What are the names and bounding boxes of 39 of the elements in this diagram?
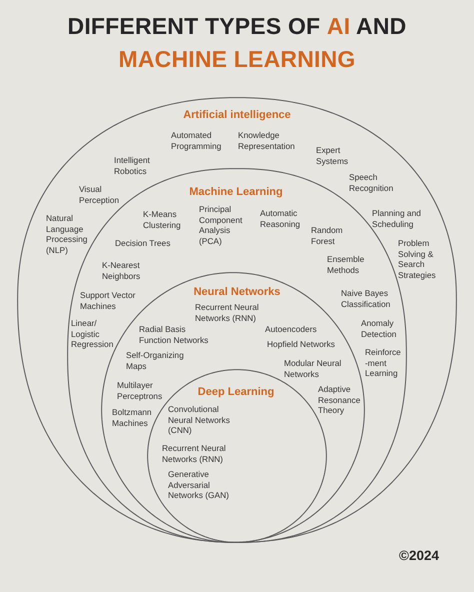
- topic-label: Visual Perception: [79, 184, 120, 206]
- topic-label: Automated Programming: [171, 130, 222, 152]
- topic-label: Recurrent Neural Networks (RNN): [162, 443, 227, 464]
- category-heading: Machine Learning: [189, 185, 283, 199]
- topic-label: Problem Solving & Search Strategies: [398, 238, 437, 280]
- topic-label: Adaptive Resonance Theory: [318, 384, 361, 416]
- topic-label: Decision Trees: [115, 238, 171, 249]
- topic-label: K-Nearest Neighbors: [102, 260, 141, 282]
- topic-label: Random Forest: [311, 225, 344, 246]
- topic-label: Convolutional Neural Networks (CNN): [168, 404, 231, 436]
- topic-label: Speech Recognition: [349, 172, 394, 194]
- topic-label: Natural Language Processing (NLP): [46, 213, 88, 256]
- category-heading: Artificial intelligence: [183, 108, 291, 122]
- category-heading: Neural Networks: [194, 285, 280, 299]
- topic-label: Intelligent Robotics: [114, 155, 151, 176]
- topic-label: Knowledge Representation: [238, 130, 296, 152]
- title: DIFFERENT TYPES OF AI AND MACHINE LEARNING: [66, 12, 408, 74]
- topic-label: Boltzmann Machines: [112, 407, 153, 428]
- topic-label: Self-Organizing Maps: [126, 350, 185, 372]
- topic-label: Radial Basis Function Networks: [139, 324, 209, 346]
- copyright-text: ©2024: [399, 548, 439, 564]
- topic-label: Multilayer Perceptrons: [117, 380, 163, 402]
- topic-label: Principal Component Analysis (PCA): [199, 204, 243, 246]
- category-heading: Deep Learning: [198, 385, 274, 399]
- topic-label: Support Vector Machines: [80, 290, 136, 312]
- topic-label: Automatic Reasoning: [260, 208, 301, 230]
- topic-label: Hopfield Networks: [267, 339, 336, 350]
- topic-label: Naive Bayes Classification: [341, 288, 391, 310]
- topic-label: K-Means Clustering: [143, 209, 182, 230]
- topic-label: Planning and Scheduling: [372, 208, 422, 230]
- topic-label: Linear/ Logistic Regression: [71, 318, 114, 350]
- topic-label: Expert Systems: [316, 145, 349, 166]
- topic-label: Autoencoders: [265, 324, 318, 335]
- topic-label: Anomaly Detection: [361, 318, 397, 340]
- topic-label: Reinforce -ment Learning: [365, 347, 402, 379]
- topic-label: Generative Adversarial Networks (GAN): [168, 469, 230, 501]
- topic-label: Ensemble Methods: [327, 254, 365, 276]
- topic-label: Recurrent Neural Networks (RNN): [195, 302, 260, 324]
- topic-label: Modular Neural Networks: [284, 358, 342, 380]
